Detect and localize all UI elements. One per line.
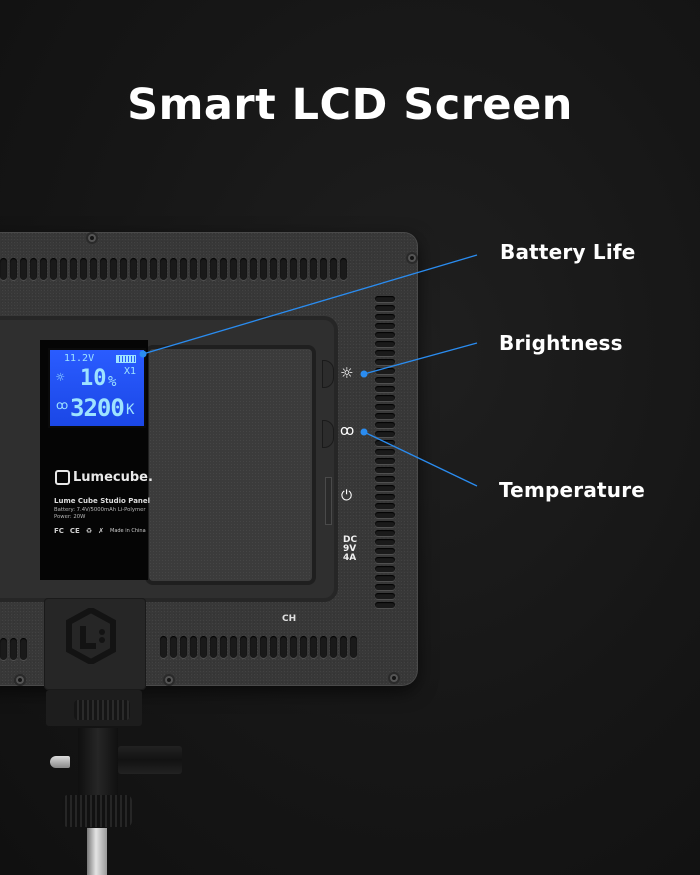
recycle-icon: ♻ <box>85 527 93 535</box>
screw <box>390 674 398 682</box>
temperature-button-icon[interactable]: ꝏ <box>340 423 355 439</box>
color-temp-icon: ꝏ <box>56 398 69 412</box>
certifications: FC CE ♻ ✗ Made in China <box>54 527 146 535</box>
screw <box>408 254 416 262</box>
lcd-temperature-unit: K <box>126 402 135 418</box>
screw <box>16 676 24 684</box>
lumecube-mark-icon <box>55 470 70 485</box>
ce-icon: CE <box>69 527 80 535</box>
fcc-icon: FC <box>54 527 64 535</box>
lcd-temperature: 3200 <box>70 394 125 422</box>
brand-logo: Lumecube. <box>55 470 153 485</box>
power-switch <box>325 477 332 525</box>
lcd-brightness-unit: % <box>108 374 117 390</box>
battery <box>145 345 316 585</box>
brightness-button-icon[interactable]: ☼ <box>340 364 354 382</box>
callout-battery-life: Battery Life <box>500 240 636 264</box>
channel-label: CH <box>282 614 297 624</box>
power-spec: Power: 20W <box>54 514 86 520</box>
product-name: Lume Cube Studio Panel <box>54 497 151 505</box>
lumecube-logo-icon <box>66 608 116 664</box>
lcd-channel: X1 <box>124 366 137 377</box>
weee-icon: ✗ <box>98 527 104 535</box>
bottom-vent <box>160 636 357 658</box>
stand-pole <box>87 828 107 875</box>
page-title: Smart LCD Screen <box>127 80 573 130</box>
top-vent <box>0 258 347 280</box>
sun-icon: ☼ <box>56 370 65 386</box>
power-button-icon[interactable]: ⏻ <box>341 488 353 504</box>
screw <box>88 234 96 242</box>
screw <box>165 676 173 684</box>
battery-icon <box>116 355 136 363</box>
battery-spec: Battery: 7.4V/5000mAh Li-Polymer <box>54 507 146 513</box>
callout-temperature: Temperature <box>499 478 646 502</box>
lcd-screen: 11.2V X1 ☼ 10 % ꝏ 3200 K <box>48 348 146 428</box>
lcd-brightness: 10 <box>80 366 107 391</box>
clamp-knob <box>74 700 130 720</box>
side-vent <box>375 296 395 608</box>
dc-input-label: DC 9V 4A <box>343 535 358 563</box>
tilt-knob <box>118 746 182 774</box>
stand-collar <box>62 795 132 827</box>
bottom-left-vent <box>0 638 27 660</box>
tilt-screw <box>50 756 70 768</box>
callout-brightness: Brightness <box>499 331 623 355</box>
mount-stem <box>78 728 118 806</box>
made-in: Made in China <box>110 528 146 534</box>
lcd-voltage: 11.2V <box>64 353 95 364</box>
